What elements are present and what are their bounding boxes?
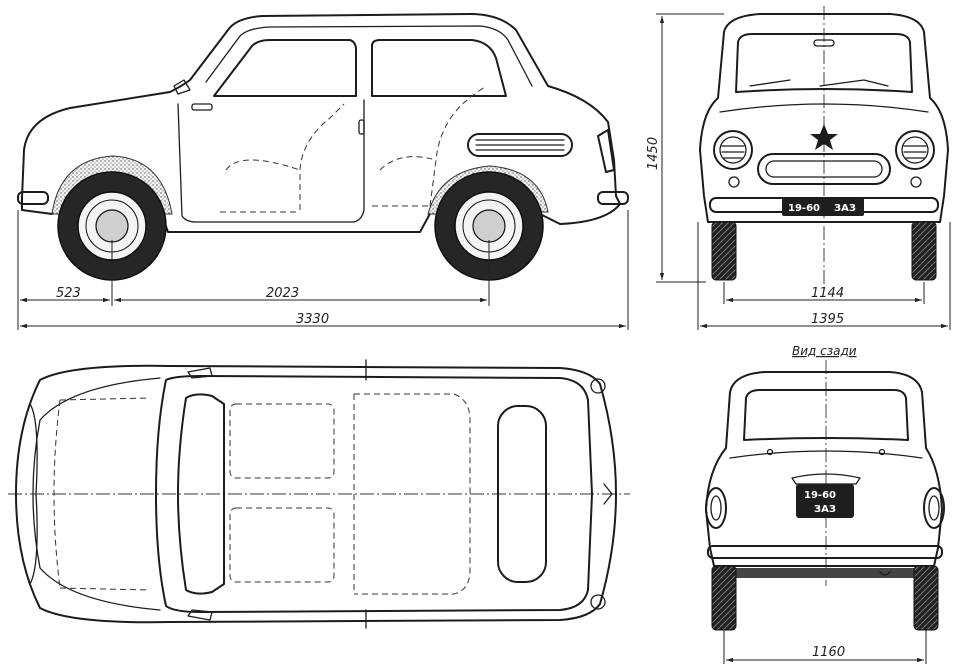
rear-track-value: 1160 bbox=[812, 645, 845, 660]
rear-view-bumper bbox=[707, 545, 943, 559]
plate-lamp bbox=[791, 473, 861, 485]
hood-line bbox=[719, 103, 929, 113]
wipers bbox=[749, 79, 889, 87]
door-lock bbox=[358, 119, 365, 135]
top-rear-emblem bbox=[603, 483, 613, 505]
roof-line bbox=[205, 25, 533, 87]
front-overhang-value: 523 bbox=[56, 286, 81, 301]
star-emblem bbox=[810, 124, 838, 150]
rear-view: Вид сзади 19-60 ЗАЗ bbox=[705, 344, 945, 664]
front-body-outline bbox=[699, 13, 949, 223]
lid-bolt-right bbox=[878, 448, 886, 456]
rear-undertray bbox=[734, 568, 918, 578]
top-view bbox=[8, 359, 630, 629]
front-view-left-tire bbox=[711, 221, 737, 281]
rear-view-caption: Вид сзади bbox=[792, 344, 857, 358]
side-air-intake bbox=[467, 133, 573, 157]
side-view: 523 2023 3330 bbox=[17, 13, 629, 330]
grille-inner bbox=[765, 160, 883, 178]
top-roof bbox=[155, 375, 593, 613]
tow-hook bbox=[879, 571, 891, 576]
rear-plate-number: 19-60 bbox=[804, 490, 836, 501]
left-headlight bbox=[713, 130, 753, 170]
rear-left-tail-lamp bbox=[705, 487, 727, 529]
lid-bolt-left bbox=[766, 448, 774, 456]
door-handle bbox=[191, 103, 213, 111]
overall-width-value: 1395 bbox=[811, 312, 844, 327]
rear-license-plate bbox=[796, 484, 854, 518]
wheelbase-value: 2023 bbox=[266, 286, 299, 301]
engine-lid-line bbox=[729, 450, 923, 459]
top-front-seat-left bbox=[229, 403, 335, 479]
right-turn-lamp bbox=[910, 176, 922, 188]
rear-window bbox=[371, 39, 507, 97]
front-plate-number: 19-60 bbox=[788, 203, 820, 214]
hood-edge bbox=[29, 403, 38, 585]
air-intake-slats bbox=[475, 139, 565, 151]
overall-length-value: 3330 bbox=[296, 312, 329, 327]
front-license-plate bbox=[782, 198, 864, 216]
rear-view-right-tire bbox=[913, 565, 939, 631]
top-hood bbox=[32, 377, 161, 611]
side-mirror bbox=[173, 79, 191, 95]
front-seat-outline bbox=[220, 103, 345, 213]
rear-plate-series: ЗАЗ bbox=[814, 504, 836, 515]
top-body-outline bbox=[15, 364, 617, 624]
front-wheel bbox=[57, 171, 167, 281]
rear-bumper bbox=[597, 191, 629, 205]
rear-view-mirror bbox=[813, 39, 835, 47]
tail-light bbox=[597, 129, 615, 173]
front-view: 1450 19-60 ЗАЗ bbox=[646, 6, 951, 330]
front-bumper bbox=[17, 191, 49, 205]
height-value: 1450 bbox=[646, 137, 661, 170]
rear-seat-outline bbox=[372, 85, 487, 207]
front-grille bbox=[757, 153, 891, 185]
rear-glass bbox=[743, 389, 909, 441]
top-mirror-right bbox=[187, 609, 213, 621]
rear-right-tail-lamp bbox=[923, 487, 945, 529]
windshield bbox=[735, 33, 913, 93]
front-plate-series: ЗАЗ bbox=[834, 203, 856, 214]
top-mirror-left bbox=[187, 367, 213, 379]
front-track-value: 1144 bbox=[811, 286, 844, 301]
top-rear-window bbox=[497, 405, 547, 583]
top-rear-lamp-left bbox=[590, 378, 606, 394]
top-windshield bbox=[177, 393, 225, 595]
left-turn-lamp bbox=[728, 176, 740, 188]
front-view-right-tire bbox=[911, 221, 937, 281]
front-window bbox=[213, 39, 357, 97]
rear-wheel bbox=[434, 171, 544, 281]
top-trunk-outline bbox=[53, 397, 151, 591]
top-front-seat-right bbox=[229, 507, 335, 583]
top-rear-lamp-right bbox=[590, 594, 606, 610]
right-headlight bbox=[895, 130, 935, 170]
rear-view-left-tire bbox=[711, 565, 737, 631]
door-outline bbox=[177, 99, 365, 223]
